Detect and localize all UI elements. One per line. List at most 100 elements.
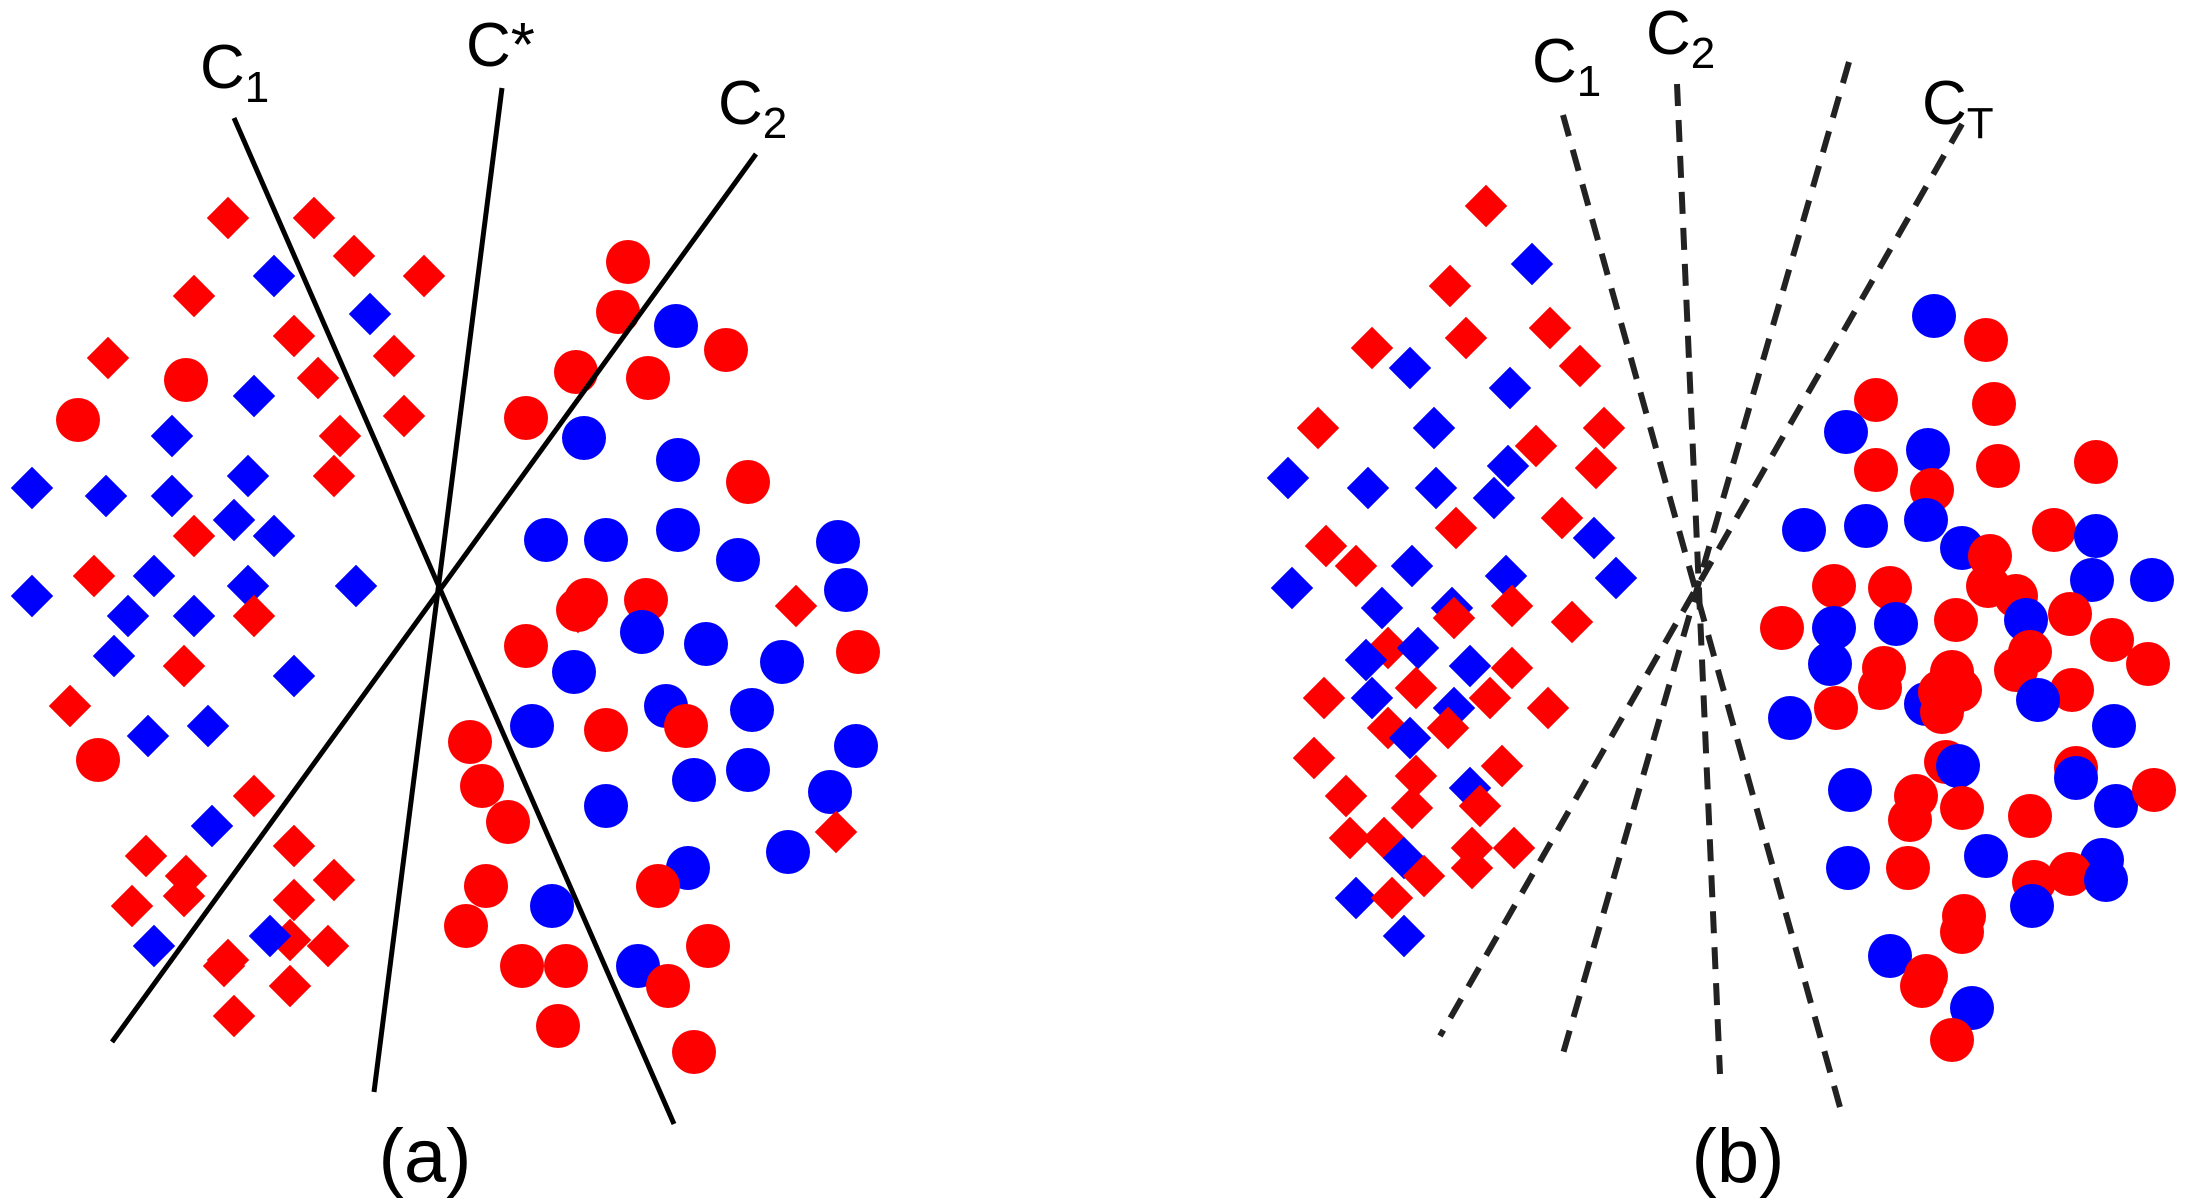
panel-b-point-red-circle-92 xyxy=(2048,592,2092,636)
panel-b-point-red-diamond-4 xyxy=(1444,316,1488,360)
panel-a-point-blue-circle-90 xyxy=(726,748,770,792)
panel-a-point-red-diamond-1 xyxy=(292,196,336,240)
panel-b-point-blue-diamond-17 xyxy=(1486,444,1530,488)
panel-a-point-blue-diamond-18 xyxy=(84,474,128,518)
line-label-cstar-a: C* xyxy=(466,11,535,80)
panel-a-point-red-diamond-22 xyxy=(172,514,216,558)
panel-a-point-blue-circle-77 xyxy=(684,622,728,666)
panel-a-classifier-line-0 xyxy=(231,116,677,1126)
panel-a-point-red-circle-106 xyxy=(536,1004,580,1048)
panel-a-point-blue-circle-95 xyxy=(766,830,810,874)
panel-a-point-red-circle-60 xyxy=(704,328,748,372)
panel-b-point-blue-circle-74 xyxy=(1844,504,1888,548)
panel-a-point-red-circle-98 xyxy=(636,864,680,908)
panel-a-point-red-diamond-40 xyxy=(272,824,316,868)
panel-a-point-red-circle-89 xyxy=(460,764,504,808)
panel-b-point-blue-diamond-35 xyxy=(1344,638,1388,682)
panel-b-point-blue-circle-107 xyxy=(1768,696,1812,740)
panel-b-point-blue-diamond-8 xyxy=(1488,366,1532,410)
panel-b-point-red-circle-117 xyxy=(1888,798,1932,842)
panel-b-point-red-circle-108 xyxy=(1920,690,1964,734)
panel-b-point-red-diamond-41 xyxy=(1468,676,1512,720)
panel-b-point-red-diamond-11 xyxy=(1582,406,1626,450)
panel-a-point-blue-diamond-38 xyxy=(190,804,234,848)
panel-a-point-blue-diamond-16 xyxy=(226,454,270,498)
panel-a-point-red-circle-72 xyxy=(624,578,668,622)
panel-b-point-red-circle-83 xyxy=(1868,566,1912,610)
panel-b-point-red-circle-104 xyxy=(1814,686,1858,730)
panel-a-point-red-diamond-32 xyxy=(162,644,206,688)
panel-b-point-red-diamond-31 xyxy=(1550,600,1594,644)
panel-a-point-red-circle-61 xyxy=(554,350,598,394)
panel-b-point-blue-diamond-25 xyxy=(1484,554,1528,598)
panel-b-point-red-diamond-49 xyxy=(1292,736,1336,780)
panel-b-point-red-circle-100 xyxy=(2126,642,2170,686)
panel-b-point-blue-circle-106 xyxy=(2016,678,2060,722)
panel-a-point-red-diamond-42 xyxy=(312,858,356,902)
panel-a-point-red-diamond-28 xyxy=(232,594,276,638)
panel-b-point-blue-circle-109 xyxy=(2092,704,2136,748)
panel-b-point-red-circle-98 xyxy=(1858,666,1902,710)
panel-b-point-red-diamond-60 xyxy=(1328,816,1372,860)
panel-a-points xyxy=(10,196,880,1074)
panel-a-point-blue-circle-92 xyxy=(584,784,628,828)
panel-a-point-blue-circle-79 xyxy=(760,640,804,684)
panel-a-point-blue-circle-70 xyxy=(716,538,760,582)
panel-b-point-red-circle-133 xyxy=(1900,964,1944,1008)
panel-b-point-blue-diamond-1 xyxy=(1510,242,1554,286)
panel-a-point-red-diamond-109 xyxy=(774,584,818,628)
panel-a-point-blue-diamond-19 xyxy=(150,474,194,518)
panel-b-point-red-diamond-58 xyxy=(1492,826,1536,870)
panel-b-point-blue-circle-97 xyxy=(1808,642,1852,686)
panel-b-point-blue-diamond-21 xyxy=(1572,516,1616,560)
panel-a-point-blue-circle-91 xyxy=(672,758,716,802)
panel-a-point-blue-circle-73 xyxy=(824,568,868,612)
panel-a-point-red-circle-101 xyxy=(686,924,730,968)
panel-a-point-red-circle-102 xyxy=(500,944,544,988)
panel-b-point-blue-circle-75 xyxy=(1904,498,1948,542)
panel-b-point-red-diamond-44 xyxy=(1426,706,1470,750)
panel-a-point-red-circle-105 xyxy=(646,964,690,1008)
panel-b-point-blue-circle-64 xyxy=(1912,294,1956,338)
panel-a-point-blue-circle-99 xyxy=(530,884,574,928)
panel-a-point-red-diamond-7 xyxy=(272,314,316,358)
panel-b-point-blue-diamond-18 xyxy=(1472,476,1516,520)
line-label-c2-b: C2 xyxy=(1646,0,1715,78)
panel-b-point-red-diamond-30 xyxy=(1490,584,1534,628)
panel-a-lines xyxy=(109,87,759,1126)
panel-a-point-red-circle-107 xyxy=(672,1030,716,1074)
panel-b-point-blue-diamond-46 xyxy=(1388,716,1432,760)
panel-b-point-red-diamond-61 xyxy=(1402,854,1446,898)
panel-a-point-red-diamond-43 xyxy=(272,878,316,922)
panel-b-point-blue-circle-81 xyxy=(2070,558,2114,602)
panel-b-point-blue-circle-121 xyxy=(1964,834,2008,878)
panel-b-point-red-circle-116 xyxy=(1940,786,1984,830)
panel-a-point-red-diamond-9 xyxy=(86,336,130,380)
panel-b-point-red-diamond-51 xyxy=(1324,774,1368,818)
panel-b-point-blue-diamond-29 xyxy=(1360,586,1404,630)
panel-b-classifier-line-1 xyxy=(1674,83,1723,1075)
panel-b-point-red-diamond-50 xyxy=(1394,754,1438,798)
panel-b-point-blue-circle-86 xyxy=(2130,558,2174,602)
panel-b-point-blue-circle-76 xyxy=(1782,508,1826,552)
panel-a-point-red-diamond-110 xyxy=(814,810,858,854)
panel-a-point-blue-circle-65 xyxy=(656,438,700,482)
panel-a-point-red-diamond-5 xyxy=(172,274,216,318)
panel-a-point-blue-diamond-29 xyxy=(106,594,150,638)
panel-b-point-blue-diamond-63 xyxy=(1382,914,1426,958)
panel-b-point-red-diamond-47 xyxy=(1480,744,1524,788)
panel-b-point-blue-diamond-39 xyxy=(1350,676,1394,720)
panel-b-point-blue-diamond-57 xyxy=(1334,876,1378,920)
panel-b-point-blue-circle-88 xyxy=(1812,606,1856,650)
panel-b-point-red-diamond-62 xyxy=(1370,876,1414,920)
panel-b-point-red-circle-125 xyxy=(2048,852,2092,896)
panel-a-point-red-circle-86 xyxy=(584,708,628,752)
panel-a-point-blue-diamond-30 xyxy=(172,594,216,638)
panel-b-point-blue-circle-127 xyxy=(2084,858,2128,902)
panel-a-point-blue-circle-68 xyxy=(584,518,628,562)
panel-a-point-blue-diamond-31 xyxy=(92,634,136,678)
panel-b-point-red-circle-120 xyxy=(2132,768,2176,812)
panel-a-point-red-circle-56 xyxy=(76,738,120,782)
panel-b-point-red-diamond-37 xyxy=(1490,646,1534,690)
panel-a-point-red-circle-88 xyxy=(448,720,492,764)
